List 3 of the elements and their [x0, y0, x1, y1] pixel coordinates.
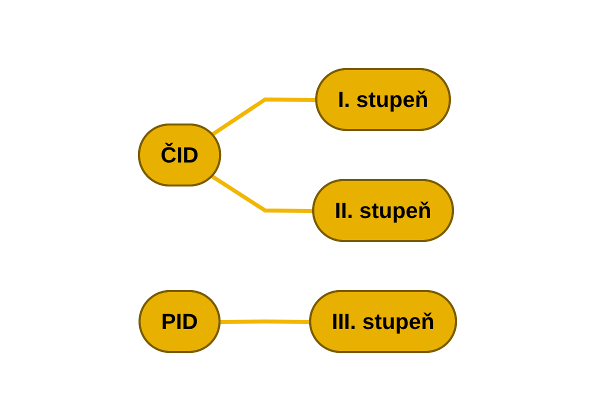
- connector: [220, 318, 311, 324]
- connector: [211, 97, 317, 136]
- connector: [211, 174, 314, 212]
